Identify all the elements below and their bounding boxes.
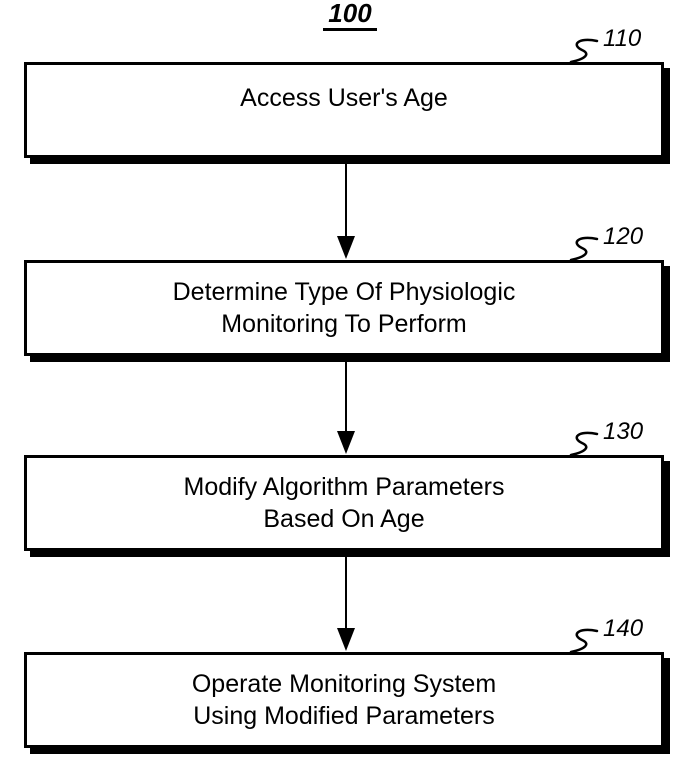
step-text-140: Operate Monitoring System Using Modified… bbox=[192, 668, 496, 732]
ref-numeral-120: 120 bbox=[603, 223, 644, 250]
leader-squiggle-120 bbox=[569, 236, 599, 262]
step-line: Using Modified Parameters bbox=[193, 702, 495, 730]
ref-numeral-130: 130 bbox=[603, 418, 644, 445]
flow-step-box-130: Modify Algorithm Parameters Based On Age bbox=[24, 455, 664, 551]
step-line: Monitoring To Perform bbox=[221, 310, 467, 338]
down-arrow-3 bbox=[337, 553, 355, 651]
arrow-head bbox=[337, 628, 355, 651]
step-text-110: Access User's Age bbox=[240, 82, 448, 138]
arrow-head bbox=[337, 431, 355, 454]
step-line: Determine Type Of Physiologic bbox=[172, 278, 516, 306]
figure-number-text: 100 bbox=[323, 0, 377, 31]
step-line: Based On Age bbox=[263, 505, 425, 533]
down-arrow-2 bbox=[337, 358, 355, 454]
step-line: Access User's Age bbox=[240, 84, 448, 112]
arrow-head bbox=[337, 236, 355, 259]
flow-step-box-140: Operate Monitoring System Using Modified… bbox=[24, 652, 664, 748]
step-line: Modify Algorithm Parameters bbox=[183, 473, 505, 501]
ref-numeral-140: 140 bbox=[603, 615, 644, 642]
leader-squiggle-130 bbox=[569, 431, 599, 457]
flow-step-box-120: Determine Type Of Physiologic Monitoring… bbox=[24, 260, 664, 356]
ref-numeral-110: 110 bbox=[603, 25, 642, 52]
step-text-130: Modify Algorithm Parameters Based On Age bbox=[184, 471, 505, 535]
leader-squiggle-140 bbox=[569, 628, 599, 654]
figure-number: 100 bbox=[0, 0, 700, 31]
step-line: Operate Monitoring System bbox=[191, 670, 497, 698]
flow-step-box-110: Access User's Age bbox=[24, 62, 664, 158]
step-text-120: Determine Type Of Physiologic Monitoring… bbox=[173, 276, 516, 340]
down-arrow-1 bbox=[337, 161, 355, 259]
leader-squiggle-110 bbox=[569, 38, 599, 64]
